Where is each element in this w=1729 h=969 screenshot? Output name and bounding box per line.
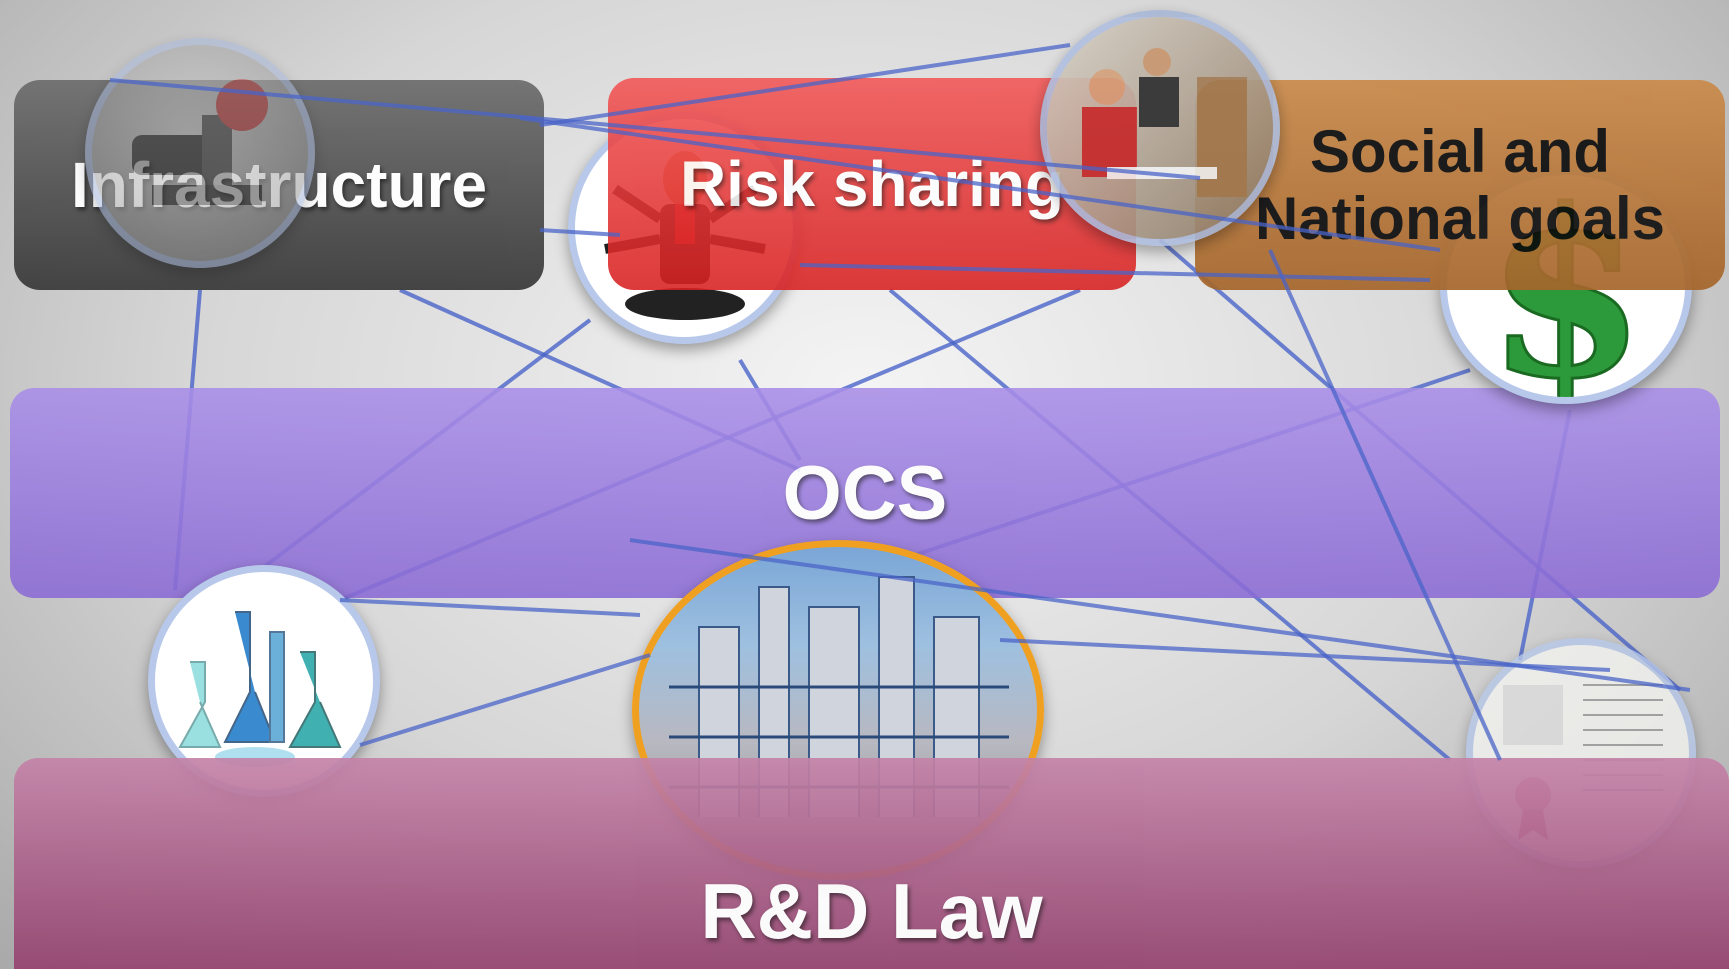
social-national-goals-box: Social and National goals	[1195, 80, 1725, 290]
social-label-line2: National goals	[1254, 185, 1666, 252]
ocs-label: OCS	[782, 450, 948, 536]
rnd-law-band: R&D Law	[14, 758, 1729, 969]
rnd-law-label: R&D Law	[700, 867, 1043, 955]
social-label-line1: Social and	[1309, 117, 1611, 185]
computer-room-image	[1040, 10, 1280, 246]
flasks-icon	[178, 611, 342, 767]
